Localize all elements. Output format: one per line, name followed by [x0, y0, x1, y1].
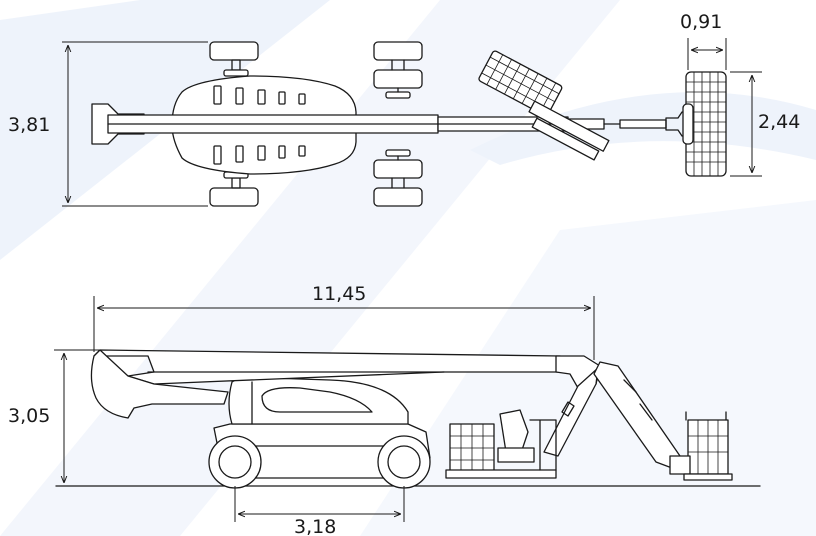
dim-top-width: 3,81 [8, 41, 208, 207]
basket-top [682, 71, 727, 177]
engine-vents [213, 85, 306, 165]
top-view: 3,81 0,91 2,44 [8, 11, 800, 207]
wheel-rear-top [209, 41, 259, 77]
counterweight-side [90, 349, 229, 419]
dim-overall-length: 11,45 [93, 283, 595, 360]
wheel-rear-side [208, 435, 262, 489]
turntable-body [228, 376, 409, 425]
label-basket-width: 2,44 [758, 111, 800, 133]
label-basket-depth: 0,91 [680, 11, 722, 33]
wheel-front-bottom [373, 149, 423, 207]
basket-raised-side [669, 411, 733, 481]
dim-wheelbase: 3,18 [234, 486, 405, 536]
wheel-front-top [373, 41, 423, 99]
basket-stowed-side [445, 419, 557, 479]
dim-basket-depth: 0,91 [680, 11, 727, 70]
jib-top [478, 50, 610, 161]
wheel-rear-bottom [209, 171, 259, 207]
side-view: 11,45 3,05 3,18 [8, 283, 761, 536]
label-overall-length: 11,45 [312, 283, 366, 305]
wheel-front-side [377, 435, 431, 489]
label-stowed-height: 3,05 [8, 405, 50, 427]
label-top-width: 3,81 [8, 114, 50, 136]
dim-basket-width: 2,44 [730, 71, 800, 177]
dim-stowed-height: 3,05 [8, 349, 100, 483]
label-wheelbase: 3,18 [294, 516, 336, 536]
